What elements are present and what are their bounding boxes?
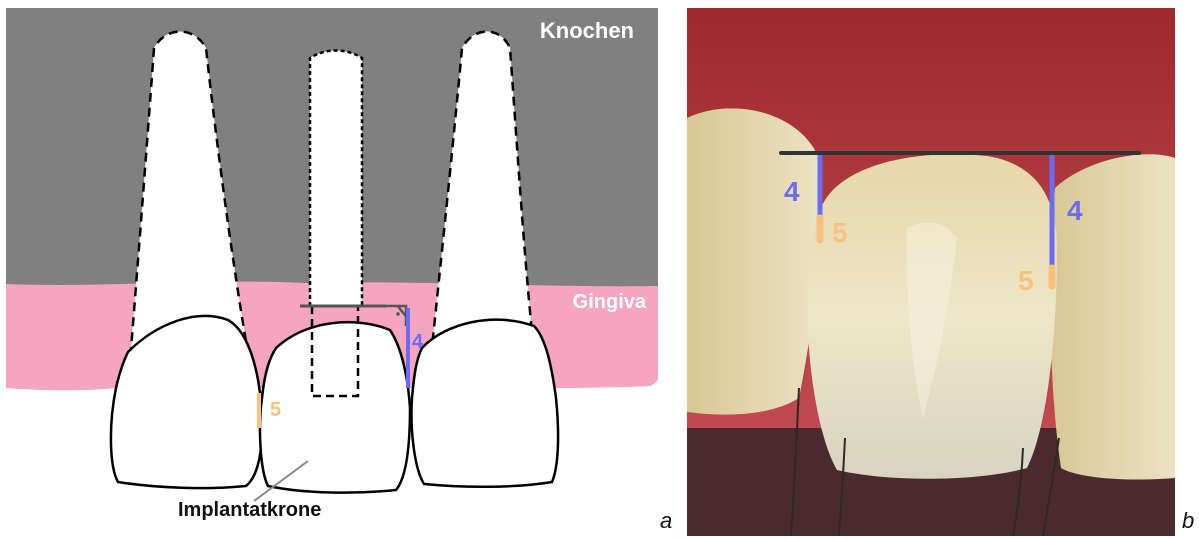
bone-label: Knochen <box>540 18 634 43</box>
clinical-photo: 4 5 4 5 <box>687 8 1175 536</box>
panel-letter-a: a <box>660 508 672 534</box>
right-measurement-4-label: 4 <box>1067 195 1083 226</box>
crown-label: Implantatkrone <box>178 499 321 521</box>
right-measurement-5-label: 5 <box>1018 265 1034 296</box>
gingiva-label: Gingiva <box>573 291 647 313</box>
measurement-5-label: 5 <box>270 399 281 421</box>
implant-crown <box>260 322 410 492</box>
right-natural-crown <box>412 320 559 487</box>
measurement-4-label: 4 <box>412 331 424 353</box>
panel-letter-b: b <box>1182 508 1194 534</box>
implant-body <box>310 51 362 307</box>
left-measurement-5-label: 5 <box>832 217 848 248</box>
schematic-diagram: 4 5 Knochen Gingiva Implantatkrone <box>6 8 658 536</box>
left-measurement-4-label: 4 <box>784 176 800 207</box>
